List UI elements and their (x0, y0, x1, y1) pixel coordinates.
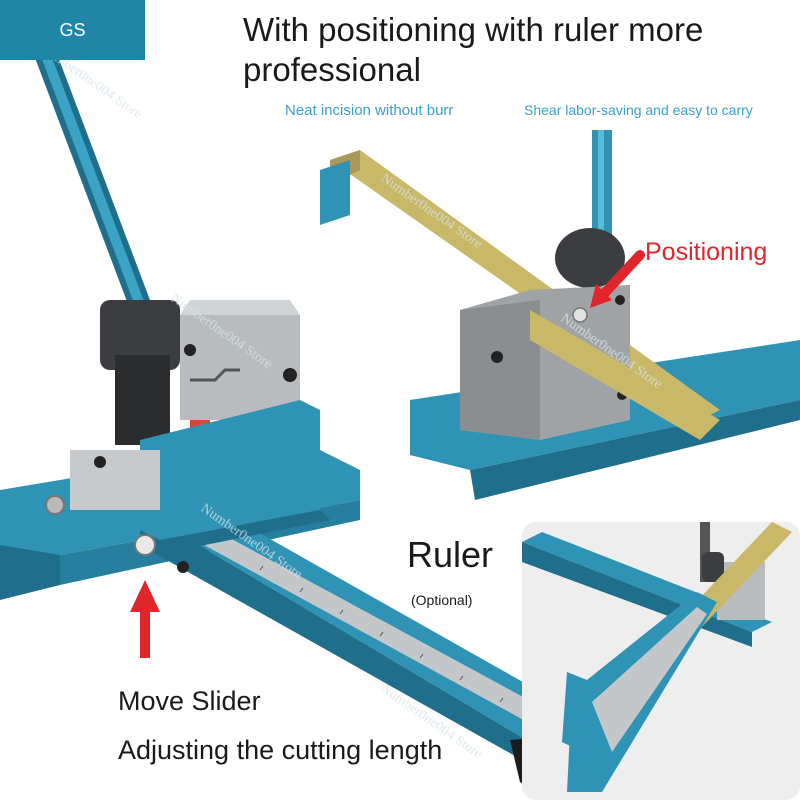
red-arrow-icon (130, 580, 160, 658)
left-handle (29, 29, 153, 321)
positioning-label: Positioning (645, 238, 768, 266)
detail-positioning-view (320, 130, 800, 500)
headline: With positioning with ruler more profess… (243, 11, 704, 88)
ruler-label: Ruler (407, 534, 494, 575)
red-arrow-icon (590, 250, 645, 308)
adjust-length-label: Adjusting the cutting length (118, 735, 443, 765)
ruler-inset (522, 522, 800, 800)
brand-badge: GS (0, 0, 145, 60)
left-cutter-head (45, 300, 330, 573)
ruler-inset-illustration (522, 522, 800, 800)
optional-label: (Optional) (411, 592, 473, 608)
feature-neat-incision: Neat incision without burr (285, 102, 454, 119)
left-ruler-beam (140, 505, 590, 789)
move-slider-label: Move Slider (118, 686, 261, 716)
feature-labor-saving: Shear labor-saving and easy to carry (524, 102, 753, 118)
svg-text:Number0ne004 Store: Number0ne004 Store (378, 171, 485, 252)
